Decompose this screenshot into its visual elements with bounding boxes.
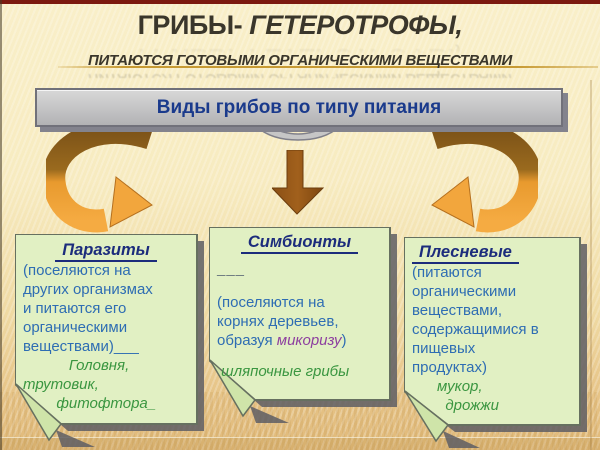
note-molds-examples: мукор, дрожжи: [437, 378, 499, 414]
left-edge-line: [0, 0, 2, 450]
note-molds-body: (питаются органическими веществами, соде…: [412, 264, 539, 376]
note-symbionts-examples: шляпочные грибы: [217, 363, 350, 380]
note-molds-title: Плесневые: [412, 242, 574, 264]
curved-arrow-right-icon: [430, 128, 538, 233]
category-header-box: Виды грибов по типу питания: [35, 88, 563, 127]
down-arrow-icon: [272, 150, 325, 215]
note-symbionts-dash: ___: [217, 261, 246, 278]
note-parasites-examples: Головня, трутовик, фитофтора_: [23, 357, 157, 412]
note-symbionts: Симбионты ___ (поселяются на корнях дере…: [217, 232, 382, 381]
subtitle-underline-rule: [58, 66, 598, 68]
slide-title: ГРИБЫ- ГЕТЕРОТРОФЫ,: [0, 8, 600, 42]
slide-title-part1: ГРИБЫ-: [137, 10, 250, 40]
category-header-label: Виды грибов по типу питания: [156, 96, 442, 118]
right-edge-line: [590, 80, 592, 450]
note-molds: Плесневые (питаются органическими вещест…: [412, 242, 574, 415]
term-mycorrhiza: микоризу: [276, 332, 342, 349]
note-parasites-title: Паразиты: [23, 240, 189, 262]
slide-title-part2: ГЕТЕРОТРОФЫ,: [249, 10, 463, 40]
note-shape-parasites: [15, 234, 204, 447]
note-parasites: Паразиты (поселяются на других организма…: [23, 240, 189, 413]
slide-top-border: [0, 0, 600, 4]
note-symbionts-body: (поселяются на корнях деревьев, образуя …: [217, 294, 347, 349]
note-shape-molds: [404, 237, 587, 448]
note-symbionts-title: Симбионты: [217, 232, 382, 254]
note-parasites-body: (поселяются на других организмах и питаю…: [23, 262, 153, 355]
curved-arrow-left-icon: [46, 128, 154, 233]
slide-subtitle: ПИТАЮТСЯ ГОТОВЫМИ ОРГАНИЧЕСКИМИ ВЕЩЕСТВА…: [88, 52, 512, 69]
note-shape-symbionts: [209, 227, 397, 423]
